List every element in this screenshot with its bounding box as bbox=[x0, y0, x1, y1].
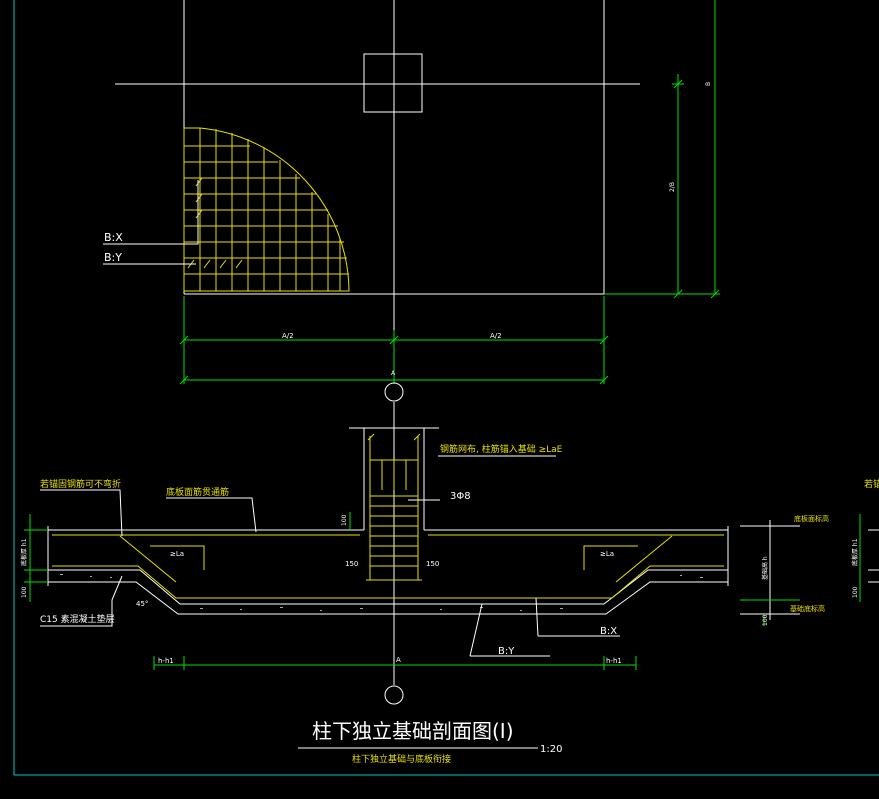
column-rebar bbox=[366, 433, 422, 581]
side-bottom-note: 基础底标高 bbox=[790, 604, 825, 613]
section-leaders bbox=[40, 455, 620, 657]
side-top-note: 底板面标高 bbox=[794, 514, 829, 523]
right-note: 若锚 bbox=[864, 478, 879, 490]
title-block: 柱下独立基础剖面图(Ⅰ) 1:20 柱下独立基础与底板衔接 bbox=[298, 719, 562, 765]
right-dim-h1: 底板厚 h1 bbox=[851, 538, 859, 566]
dim-half-a-right: A/2 bbox=[490, 332, 502, 340]
right-edge-partial: 若锚 底板厚 h1 100 bbox=[851, 478, 879, 602]
angle-label: 45° bbox=[136, 600, 148, 608]
dim-full-a: A bbox=[391, 370, 396, 377]
dim-half-a-left: A/2 bbox=[282, 332, 294, 340]
slab-outline bbox=[47, 526, 729, 615]
dim-h-h1-right: h-h1 bbox=[606, 657, 622, 665]
dim-a: A bbox=[396, 656, 401, 664]
note-anchor: 若锚固钢筋可不弯折 bbox=[40, 478, 121, 490]
side-dim-h: 基础高 h bbox=[761, 556, 769, 580]
rebar-grid bbox=[183, 127, 350, 292]
dim-150-left: 150 bbox=[345, 560, 358, 568]
plan-view: B:X B:Y A/2 A/2 A B 2/B bbox=[103, 0, 720, 402]
rebar-y-label: B:Y bbox=[104, 251, 122, 264]
note-cushion: C15 素混凝土垫层 bbox=[40, 613, 115, 625]
section-bottom-dims bbox=[153, 656, 637, 670]
section-view: 钢筋网布, 柱筋锚入基础 ≥LaE 3Φ8 若锚固钢筋可不弯折 底板面筋贯通筋 … bbox=[20, 402, 729, 705]
drawing-subtitle: 柱下独立基础与底板衔接 bbox=[352, 753, 451, 765]
dim-la-left: ≥La bbox=[170, 550, 184, 558]
label-bx: B:X bbox=[600, 626, 617, 637]
right-dim-100: 100 bbox=[852, 586, 859, 598]
dim-100-top: 100 bbox=[341, 514, 348, 526]
drawing-title: 柱下独立基础剖面图(Ⅰ) bbox=[312, 719, 514, 743]
plan-dimensions bbox=[179, 296, 609, 385]
plan-dimensions-right bbox=[604, 0, 720, 299]
side-dim-100: 100 bbox=[762, 614, 769, 626]
column-section bbox=[349, 427, 439, 530]
note-column-rebar: 钢筋网布, 柱筋锚入基础 ≥LaE bbox=[440, 443, 563, 455]
note-slab-rebar: 底板面筋贯通筋 bbox=[166, 486, 229, 498]
dim-slab-h1: 底板厚 h1 bbox=[20, 538, 28, 566]
rebar-x-label: B:X bbox=[104, 231, 123, 244]
axis-bubble-bottom bbox=[384, 685, 404, 705]
side-detail: 底板面标高 基础底标高 基础高 h 100 bbox=[740, 514, 829, 626]
note-stirrups: 3Φ8 bbox=[450, 491, 471, 502]
drawing-frame bbox=[13, 0, 879, 776]
dim-h-h1-left: h-h1 bbox=[158, 657, 174, 665]
dim-half-b: 2/B bbox=[669, 182, 676, 192]
dim-la-right: ≥La bbox=[600, 550, 614, 558]
section-left-dims bbox=[24, 514, 48, 602]
dim-150-right: 150 bbox=[426, 560, 439, 568]
dim-b: B bbox=[705, 82, 712, 86]
slab-rebar bbox=[52, 534, 724, 599]
label-by: B:Y bbox=[498, 646, 515, 657]
dim-100-bottom: 100 bbox=[21, 586, 28, 598]
axis-bubble-top bbox=[384, 382, 404, 402]
drawing-scale: 1:20 bbox=[540, 744, 562, 755]
